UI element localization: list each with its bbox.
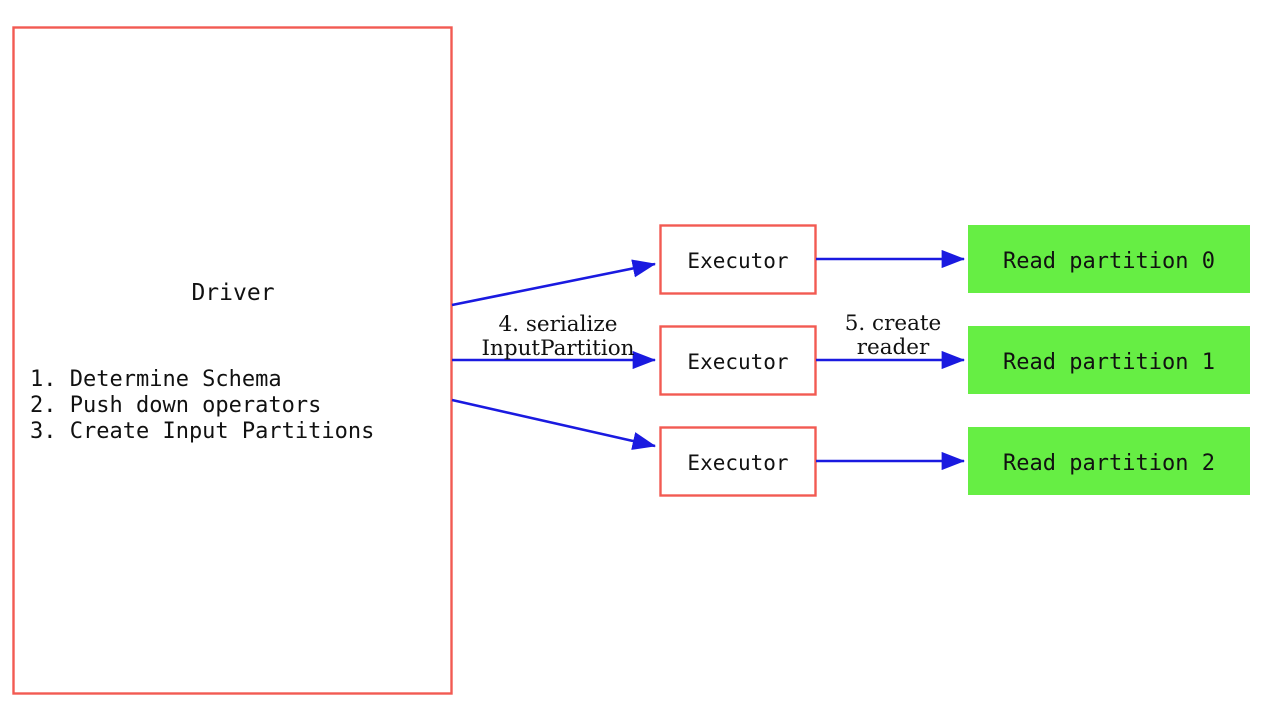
driver-step-1: 1. Determine Schema [30,367,282,392]
driver-box: Driver 1. Determine Schema 2. Push down … [12,26,453,695]
arrow-driver-to-executor-3 [451,398,657,450]
partition-box-2-fill [968,427,1250,495]
edge-label-serialize: 4. serialize InputPartition [481,312,634,361]
driver-to-executor-arrows [451,259,657,450]
executor-box-1-label: Executor [687,249,788,273]
driver-box-outline [12,26,453,695]
executor-box-3-outline [659,426,817,497]
driver-step-3: 3. Create Input Partitions [30,419,374,444]
executor-box-2-label: Executor [687,350,788,374]
executor-box-3: Executor [659,426,817,497]
partition-box-2-label: Read partition 2 [1003,451,1215,476]
driver-title: Driver [191,280,274,306]
driver-step-2: 2. Push down operators [30,393,321,418]
arrow-driver-to-executor-1 [451,259,657,307]
partition-box-1: Read partition 1 [968,326,1250,394]
partition-box-0-label: Read partition 0 [1003,249,1215,274]
partition-box-1-label: Read partition 1 [1003,350,1215,375]
edge-label-serialize-line2: InputPartition [481,336,634,361]
executor-box-2-outline [659,325,817,396]
edge-label-create-reader: 5. create reader [845,311,942,360]
executor-box-3-label: Executor [687,451,788,475]
executor-to-partition-arrows [816,249,966,471]
partition-box-0-fill [968,225,1250,293]
executor-box-2: Executor [659,325,817,396]
partition-box-0: Read partition 0 [968,225,1250,293]
executor-box-1: Executor [659,224,817,295]
edge-label-serialize-line1: 4. serialize [499,312,618,337]
edge-label-create-reader-line2: reader [857,335,930,360]
partition-box-1-fill [968,326,1250,394]
edge-label-create-reader-line1: 5. create [845,311,942,336]
executor-box-1-outline [659,224,817,295]
partition-box-2: Read partition 2 [968,427,1250,495]
